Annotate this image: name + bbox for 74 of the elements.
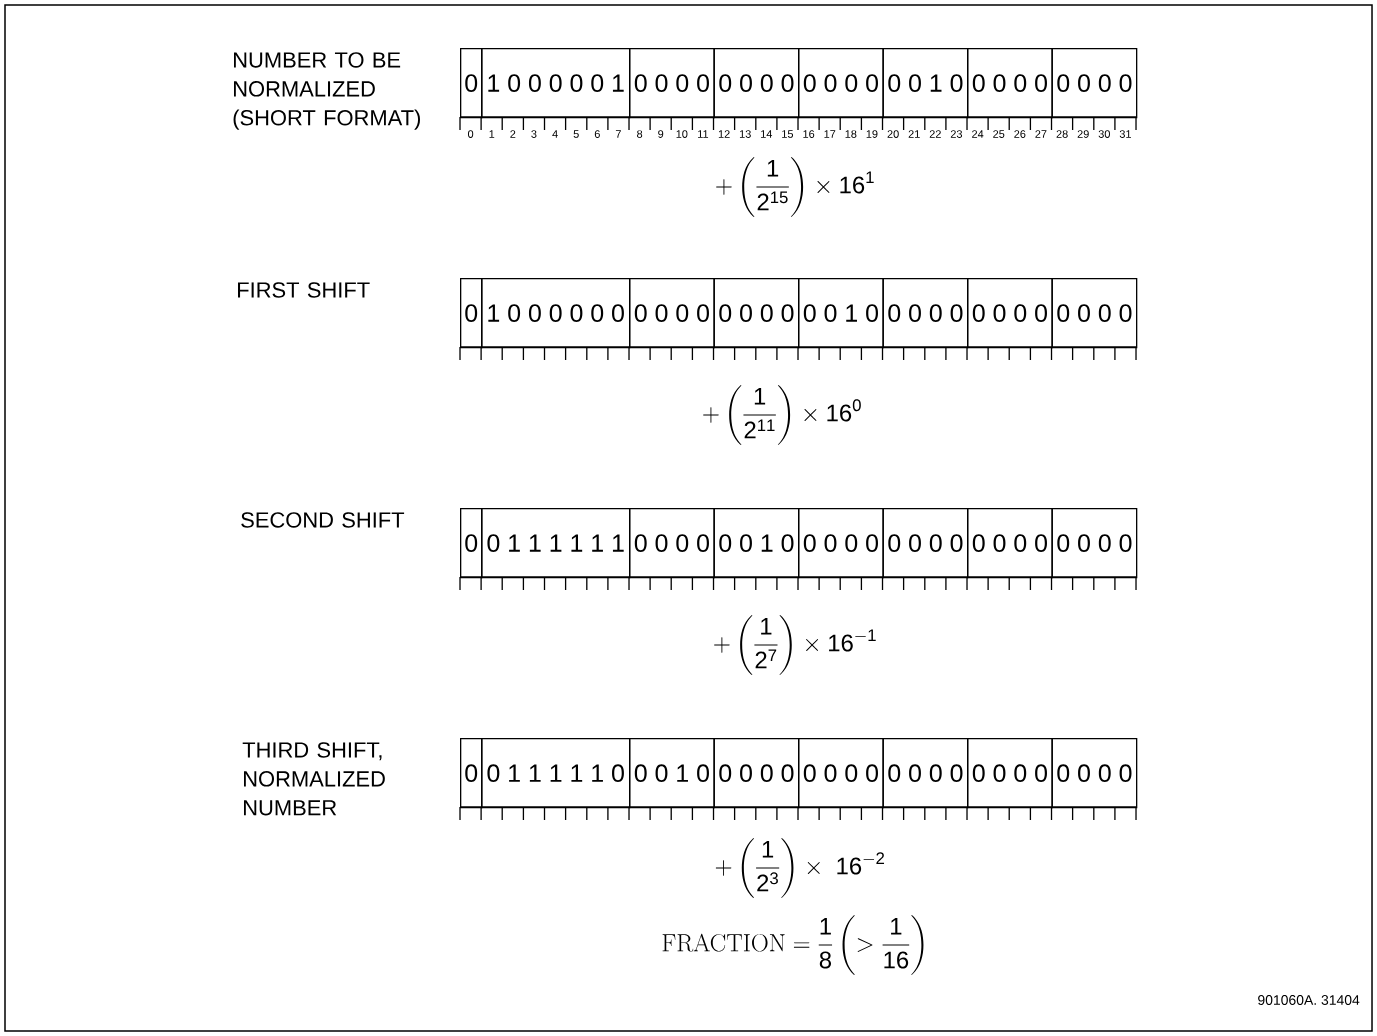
bit-number: 10 xyxy=(676,130,688,138)
register-cell: 0 0 0 0 xyxy=(798,48,884,119)
bit-number: 30 xyxy=(1098,130,1110,138)
bit-number: 29 xyxy=(1077,130,1089,138)
register-cell: 0 0 0 0 xyxy=(1051,738,1138,809)
bit-number: 26 xyxy=(1014,130,1026,138)
register-cell: 0 0 0 0 xyxy=(882,508,969,579)
bit-number: 3 xyxy=(531,130,537,138)
bit-number: 6 xyxy=(594,130,600,138)
register-cell: 0 0 0 0 xyxy=(713,48,800,119)
bit-number: 11 xyxy=(698,130,709,138)
register-cell: 0 0 0 0 xyxy=(1051,278,1138,349)
bit-number: 8 xyxy=(637,130,643,138)
bit-number: 5 xyxy=(573,130,579,138)
bit-number: 31 xyxy=(1119,130,1131,138)
row-title: NUMBER TO BE NORMALIZED (SHORT FORMAT) xyxy=(233,52,420,130)
bit-number: 21 xyxy=(908,130,920,138)
bit-number: 14 xyxy=(761,130,773,138)
register-cell: 0 xyxy=(460,738,483,809)
register-cell: 0 xyxy=(460,508,483,579)
register-cell: 0 1 1 1 1 1 0 xyxy=(481,738,631,809)
register-cell: 0 0 0 0 xyxy=(967,508,1053,579)
bit-number: 9 xyxy=(658,130,664,138)
row-title: FIRST SHIFT xyxy=(238,282,370,298)
row-title: THIRD SHIFT, NORMALIZED NUMBER xyxy=(242,742,385,816)
bit-number: 17 xyxy=(824,130,836,138)
register-cell: 0 0 0 0 xyxy=(629,508,715,579)
bit-number: 7 xyxy=(615,130,621,138)
register-cell: 0 0 0 0 xyxy=(1051,48,1138,119)
register-cell: 0 xyxy=(460,48,483,119)
register-cell: 0 0 0 0 xyxy=(882,738,969,809)
register-cell: 1 0 0 0 0 0 0 xyxy=(481,278,631,349)
bit-number: 23 xyxy=(950,130,962,138)
bit-number: 25 xyxy=(993,130,1005,138)
bit-number: 18 xyxy=(845,130,857,138)
register-cell: 0 0 1 0 xyxy=(629,738,715,809)
bit-number: 2 xyxy=(510,130,516,138)
formula: $+\left(\frac{1}{2^{15}}\right)\times 16^{1}$ xyxy=(716,157,874,217)
bit-number: 13 xyxy=(739,130,751,138)
formula: $\mathrm{FRACTION} = \frac{1}{8}\left(> \frac{1}{16}\right)$ xyxy=(662,915,924,975)
register-cell: 0 0 1 0 xyxy=(798,278,884,349)
register-cell: 0 0 1 0 xyxy=(882,48,969,119)
formula: $+\left(\frac{1}{2^{7}}\right)\times 16^{-1}$ xyxy=(714,615,876,675)
register-cell: 0 0 0 0 xyxy=(882,278,969,349)
register-cell: 0 0 0 0 xyxy=(629,48,715,119)
formula: $+\left(\frac{1}{2^{3}}\right)\times\ 16^{-2}$ xyxy=(715,838,884,898)
bit-number: 1 xyxy=(489,130,495,138)
register-cell: 0 xyxy=(460,278,483,349)
bit-number: 20 xyxy=(887,130,899,138)
figure-number: 901060A. 31404 xyxy=(1258,995,1360,1005)
register-cell: 0 1 1 1 1 1 1 xyxy=(481,508,631,579)
register-cell: 0 0 0 0 xyxy=(798,738,884,809)
bit-number: 28 xyxy=(1056,130,1068,138)
bit-number: 24 xyxy=(972,130,984,138)
register-cell: 0 0 0 0 xyxy=(967,48,1053,119)
register-cell: 0 0 1 0 xyxy=(713,508,800,579)
formula: $+\left(\frac{1}{2^{11}}\right)\times 16^{0}$ xyxy=(703,385,861,445)
bit-number: 27 xyxy=(1035,130,1047,138)
register-cell: 1 0 0 0 0 0 1 xyxy=(481,48,631,119)
register-cell: 0 0 0 0 xyxy=(798,508,884,579)
bit-number: 15 xyxy=(782,130,794,138)
bit-number: 0 xyxy=(468,130,474,138)
register-cell: 0 0 0 0 xyxy=(1051,508,1138,579)
register-cell: 0 0 0 0 xyxy=(629,278,715,349)
bit-number: 22 xyxy=(929,130,941,138)
row-title: SECOND SHIFT xyxy=(241,512,405,528)
bit-number: 16 xyxy=(803,130,815,138)
register-cell: 0 0 0 0 xyxy=(713,278,800,349)
register-cell: 0 0 0 0 xyxy=(713,738,800,809)
register-cell: 0 0 0 0 xyxy=(967,738,1053,809)
bit-number: 19 xyxy=(866,130,878,138)
register-cell: 0 0 0 0 xyxy=(967,278,1053,349)
bit-number: 4 xyxy=(552,130,558,138)
bit-number: 12 xyxy=(718,130,730,138)
